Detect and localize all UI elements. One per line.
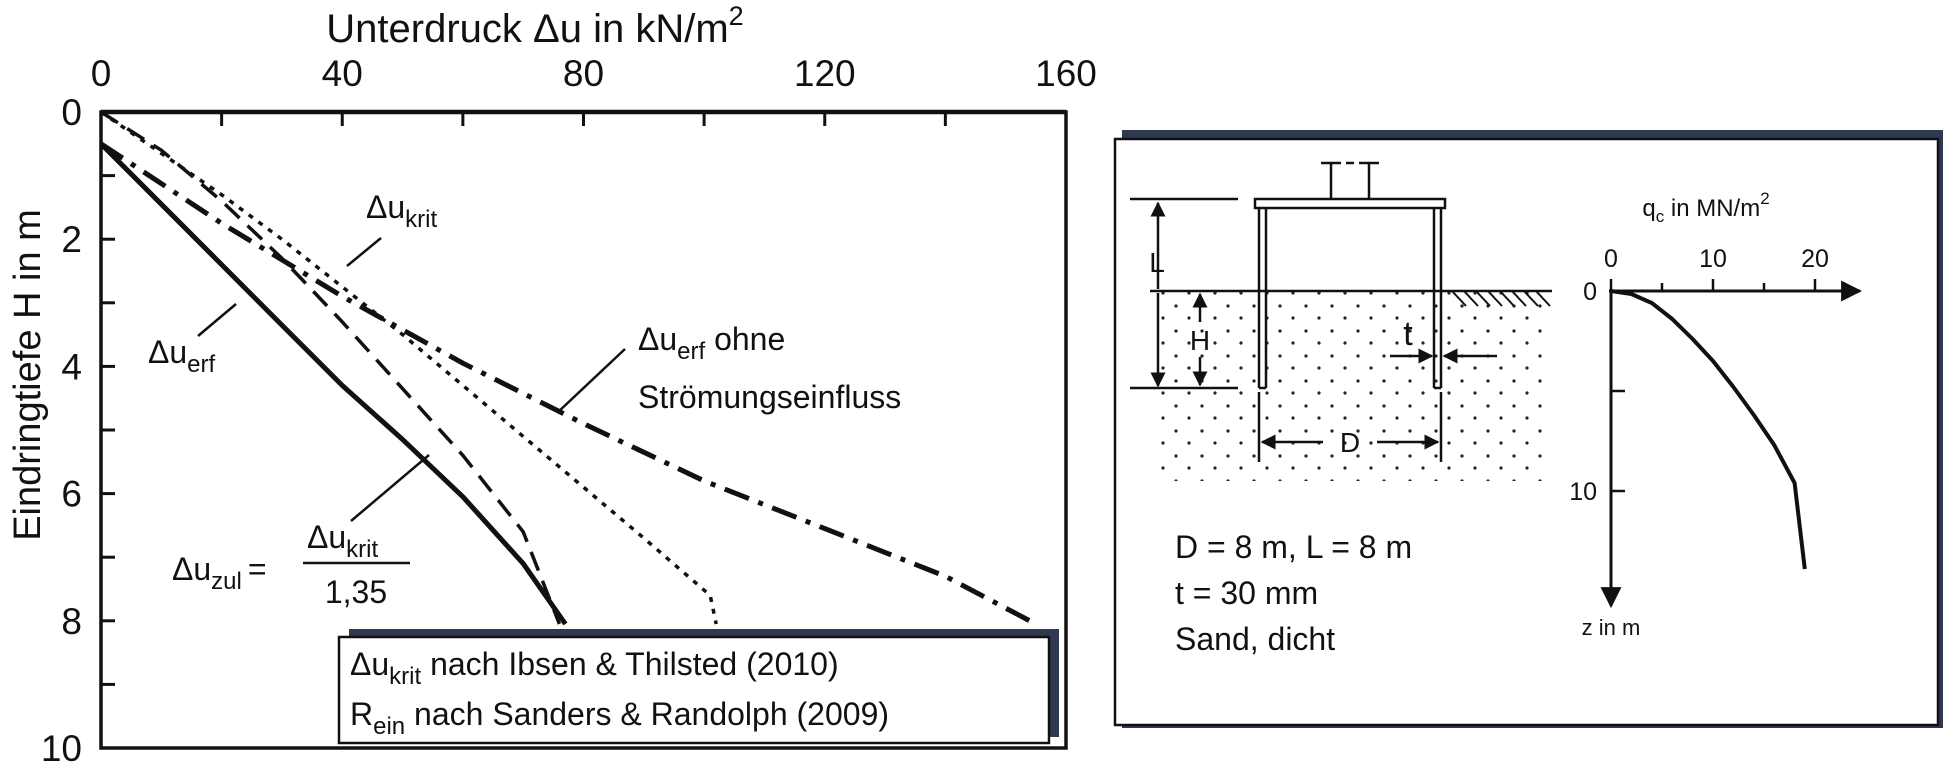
param-line-1: D = 8 m, L = 8 m <box>1175 529 1412 565</box>
y-tick-label: 2 <box>61 219 82 260</box>
x-tick-label: 40 <box>322 53 363 94</box>
annotation-erf: Δuerf <box>148 334 216 378</box>
qc-z-tick-label: 0 <box>1583 278 1597 306</box>
qc-axis-title: qc in MN/m2 <box>1642 189 1769 226</box>
qc-series-layer <box>1610 289 1807 570</box>
series-line-3 <box>99 141 1037 627</box>
sand-layer <box>1152 291 1547 481</box>
dim-D-label: D <box>1340 427 1360 458</box>
annotation-erf-ohne: Δuerf ohne <box>638 321 785 365</box>
series-line-2 <box>99 142 568 626</box>
qc-x-tick-label: 0 <box>1604 245 1618 273</box>
y-tick-label: 0 <box>61 92 82 133</box>
annotation-zul: Δuzul= <box>172 551 267 595</box>
bucket-foundation <box>1253 161 1447 390</box>
legend: Δukrit nach Ibsen & Thilsted (2010) Rein… <box>337 629 1059 745</box>
dim-H-label: H <box>1190 325 1210 356</box>
qc-axis-ticks: 0 10 20 0 10 <box>1569 245 1829 506</box>
qc-series-line-0 <box>1610 289 1807 570</box>
qc-x-tick-label: 10 <box>1699 245 1727 273</box>
x-tick-label: 160 <box>1035 53 1097 94</box>
y-tick-label: 10 <box>41 728 82 766</box>
legend-line-1: Δukrit nach Ibsen & Thilsted (2010) <box>350 646 839 690</box>
y-tick-label: 4 <box>61 346 82 387</box>
zul-leader-line <box>350 454 430 522</box>
erf-ohne-leader-line <box>556 348 626 414</box>
x-tick-label: 120 <box>794 53 856 94</box>
x-tick-label: 0 <box>91 53 112 94</box>
qc-z-tick-label: 10 <box>1569 478 1597 506</box>
erf-leader-line <box>197 303 237 337</box>
series-layer <box>99 110 1037 627</box>
legend-box <box>337 635 1051 745</box>
annotation-zul-denominator: 1,35 <box>325 574 387 610</box>
main-chart: Unterdruck Δu in kN/m2 Eindringtiefe H i… <box>7 1 1097 766</box>
annotation-krit: Δukrit <box>366 189 437 233</box>
x-axis-title: Unterdruck Δu in kN/m2 <box>326 1 743 51</box>
krit-leader-line <box>346 237 382 267</box>
series-line-1 <box>100 110 562 625</box>
series-line-0 <box>100 110 718 625</box>
legend-line-2: Rein nach Sanders & Randolph (2009) <box>350 696 889 740</box>
y-axis-title: Eindringtiefe H in m <box>7 209 49 541</box>
qc-profile-chart: qc in MN/m2 z in m 0 10 20 0 10 <box>1569 189 1863 640</box>
annotation-erf-ohne-line2: Strömungseinfluss <box>638 379 901 415</box>
param-line-3: Sand, dicht <box>1175 621 1335 657</box>
qc-x-tick-label: 20 <box>1801 245 1829 273</box>
qc-z-axis-title: z in m <box>1582 615 1641 640</box>
ground-hatching <box>1451 290 1551 307</box>
annotation-zul-numerator: Δukrit <box>307 519 378 563</box>
x-axis-title-main: Unterdruck Δu in kN/m <box>326 7 728 51</box>
bucket-sketch-panel: L H t D D = 8 m, L = 8 m t = 30 mm Sand,… <box>1113 130 1943 728</box>
y-tick-label: 8 <box>61 601 82 642</box>
dim-L-label: L <box>1149 247 1165 278</box>
dim-t-label: t <box>1403 315 1413 353</box>
param-line-2: t = 30 mm <box>1175 575 1318 611</box>
x-axis-title-sup: 2 <box>729 1 744 31</box>
y-tick-label: 6 <box>61 474 82 515</box>
x-tick-label: 80 <box>563 53 604 94</box>
